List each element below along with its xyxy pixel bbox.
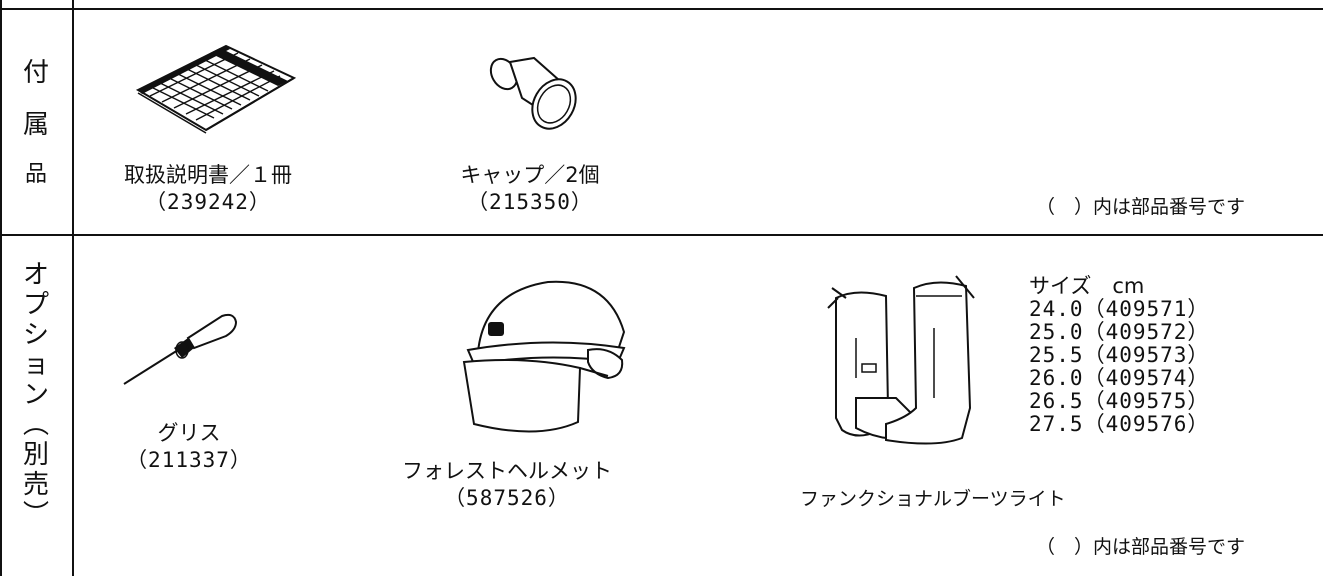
cap-part-number: （215350） [467,190,593,214]
accessories-label-char: 品 [24,162,47,187]
boot-size-row: 25.5（409573） [1029,343,1210,367]
options-label-char: シ [22,320,49,350]
options-label-char: ョ [22,350,49,380]
cap-name: キャップ／2個 [460,163,600,187]
boots-caption: ファンクショナルブーツライト [800,486,1080,513]
cap-caption: キャップ／2個 （215350） [430,162,630,216]
manual-caption: 取扱説明書／１冊 （239242） [98,162,318,216]
accessories-label-char: 付 [22,58,49,88]
grease-gun-icon [123,313,238,385]
options-label-char: 売 [22,470,49,500]
cap-icon [489,56,577,130]
options-label-char: オ [22,260,49,290]
grease-name: グリス [157,421,221,445]
boot-size-row: 26.0（409574） [1029,366,1210,390]
boot-size-row: 25.0（409572） [1029,320,1210,344]
options-label-char: プ [22,290,49,320]
accessories-label-char: 属 [22,110,49,140]
part-number-note-top: （ ）内は部品番号です [1036,196,1246,218]
label-column-divider [72,0,74,576]
helmet-icon [462,280,626,433]
accessories-label: 付 属 品 [0,60,72,186]
top-border [0,8,1323,10]
boot-size-row: 27.5（409576） [1029,412,1210,436]
options-label-char: ︶ [22,500,49,530]
options-label-char: ン [22,380,49,410]
manual-icon [135,44,297,134]
helmet-part-number: （587526） [444,486,570,510]
part-number-note-bottom: （ ）内は部品番号です [1036,536,1246,558]
section-divider [0,234,1323,236]
manual-name: 取扱説明書／１冊 [124,163,292,187]
boots-icon [827,275,975,445]
manual-part-number: （239242） [145,190,271,214]
helmet-name: フォレストヘルメット [402,459,612,483]
boot-sizes-title: サイズ cm [1029,274,1145,298]
boot-sizes: サイズ cm 24.0（409571） 25.0（409572） 25.5（40… [1029,275,1209,436]
boot-size-row: 26.5（409575） [1029,389,1210,413]
options-label-char: 別 [22,440,49,470]
options-label: オ プ シ ョ ン ︵ 別 売 ︶ [0,262,72,528]
grease-caption: グリス （211337） [104,420,274,474]
left-border [0,0,2,576]
options-label-char: ︵ [22,410,49,440]
boot-size-row: 24.0（409571） [1029,297,1210,321]
grease-part-number: （211337） [126,448,252,472]
boots-name: ファンクショナルブーツライト [800,488,1066,510]
helmet-caption: フォレストヘルメット （587526） [392,458,622,512]
